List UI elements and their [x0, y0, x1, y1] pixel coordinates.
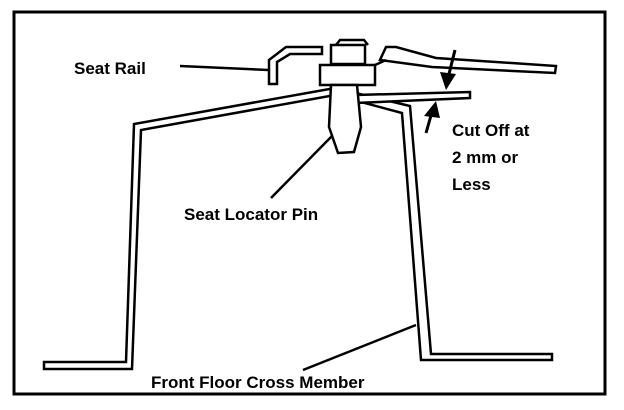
- cut-off-arrow-bottom-head: [424, 101, 440, 118]
- cross-member-label: Front Floor Cross Member: [151, 373, 365, 392]
- diagram-border: [12, 10, 607, 396]
- seat-rail-leader: [179, 64, 269, 72]
- locator-pin-leader: [270, 135, 333, 199]
- cut-off-arrow-top-head: [440, 72, 456, 90]
- seat-rail-label: Seat Rail: [74, 59, 146, 78]
- cut-off-label-line2: 2 mm or: [452, 148, 519, 167]
- cross-member: [42, 86, 554, 371]
- cut-off-label-line3: Less: [452, 175, 491, 194]
- rail-flange: [353, 90, 472, 105]
- seat-rail: [267, 45, 324, 86]
- locator-pin-label: Seat Locator Pin: [184, 205, 318, 224]
- cut-off-label-line1: Cut Off at: [452, 121, 530, 140]
- seat-rail-arm: [378, 45, 558, 75]
- pin-head: [318, 63, 377, 87]
- seat-locator-pin: [327, 83, 363, 155]
- pin-cap: [329, 43, 367, 66]
- cross-member-leader: [302, 323, 417, 372]
- pin-ledge: [374, 58, 387, 67]
- pin-cap-top: [335, 38, 369, 46]
